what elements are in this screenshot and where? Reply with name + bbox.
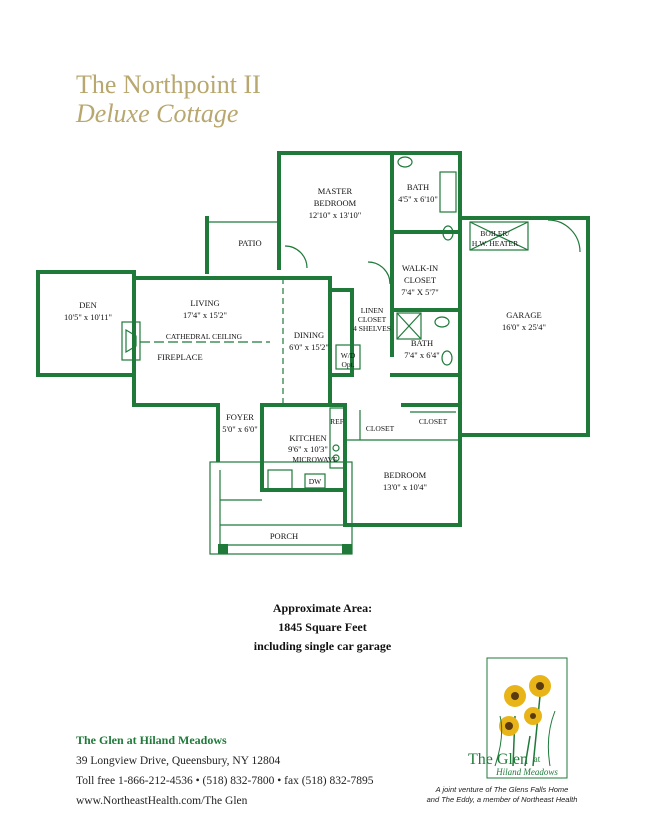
fireplace-label: FIREPLACE bbox=[157, 352, 202, 362]
wd-label-2: Opt. bbox=[341, 360, 354, 369]
boiler-x2 bbox=[469, 221, 529, 251]
company-name: The Glen at Hiland Meadows bbox=[76, 733, 227, 747]
dining-size: 6'0" x 15'2" bbox=[289, 342, 329, 352]
patio-label: PATIO bbox=[238, 238, 261, 248]
dishwasher-box bbox=[304, 473, 326, 489]
living-bottom-wall bbox=[132, 373, 220, 462]
address: 39 Longview Drive, Queensbury, NY 12804 bbox=[76, 755, 281, 767]
kitchen-label: KITCHEN bbox=[289, 433, 326, 443]
closet2-label: CLOSET bbox=[419, 417, 448, 426]
porch-label: PORCH bbox=[270, 531, 298, 541]
plan-title: The Northpoint II bbox=[76, 70, 261, 99]
linen-label-1: LINEN bbox=[361, 306, 384, 315]
shower-box bbox=[396, 312, 422, 340]
walkin-label-1: WALK-IN bbox=[402, 263, 438, 273]
bath-top-size: 4'5" x 6'10" bbox=[398, 194, 438, 204]
garage-label: GARAGE bbox=[506, 310, 541, 320]
master-label-1: MASTER bbox=[318, 186, 353, 196]
area-line-2: 1845 Square Feet bbox=[278, 620, 367, 634]
logo-name-2: Hiland Meadows bbox=[495, 767, 558, 777]
shower-x2 bbox=[396, 312, 422, 340]
bath-mid-size: 7'4" x 6'4" bbox=[404, 350, 440, 360]
bedroom-size: 13'0" x 10'4" bbox=[383, 482, 427, 492]
wd-label-1: W/D bbox=[341, 351, 356, 360]
master-wall bbox=[277, 151, 462, 270]
porch-post-right bbox=[342, 544, 352, 554]
garage-size: 16'0" x 25'4" bbox=[502, 322, 546, 332]
patio-door-swing bbox=[284, 245, 308, 269]
joint-venture-line-2: and The Eddy, a member of Northeast Heal… bbox=[426, 795, 578, 804]
kitchen-island bbox=[267, 469, 293, 491]
sink-top-icon bbox=[397, 156, 413, 168]
foyer-label: FOYER bbox=[226, 412, 254, 422]
den-size: 10'5" x 10'11" bbox=[64, 312, 112, 322]
bath-top-label: BATH bbox=[407, 182, 429, 192]
master-size: 12'10" x 13'10" bbox=[309, 210, 362, 220]
tub-icon bbox=[439, 171, 457, 213]
bedroom-label: BEDROOM bbox=[384, 470, 427, 480]
fireplace-hearth bbox=[125, 328, 137, 354]
boiler-label-2: H.W. HEATER bbox=[472, 239, 518, 248]
closet1-label: CLOSET bbox=[366, 424, 395, 433]
living-label: LIVING bbox=[190, 298, 219, 308]
dining-label: DINING bbox=[294, 330, 324, 340]
garage-door-swing bbox=[547, 219, 581, 253]
sunflower-icon bbox=[494, 675, 556, 767]
sink-icon bbox=[434, 316, 450, 328]
logo-at: at bbox=[534, 754, 541, 764]
kitchen-wall bbox=[260, 403, 347, 492]
logo-text: The Glen at Hiland Meadows bbox=[468, 751, 558, 777]
area-line-1: Approximate Area: bbox=[272, 601, 373, 615]
toilet-top-icon bbox=[442, 225, 454, 241]
den-wall bbox=[36, 270, 136, 377]
joint-venture-line-1: A joint venture of The Glens Falls Home bbox=[435, 785, 569, 794]
ref-label: REF bbox=[330, 417, 344, 426]
cathedral-label: CATHEDRAL CEILING bbox=[166, 332, 243, 341]
microwave-label: MICROWAVE bbox=[292, 455, 338, 464]
phone-numbers: Toll free 1-866-212-4536 • (518) 832-780… bbox=[76, 775, 374, 787]
wd-box bbox=[335, 344, 361, 370]
master-door-swing bbox=[367, 261, 391, 285]
bath-mid-label: BATH bbox=[411, 338, 433, 348]
boiler-label-1: BOILER/ bbox=[480, 229, 510, 238]
kitchen-counter bbox=[329, 407, 345, 469]
foyer-size: 5'0" x 6'0" bbox=[222, 424, 258, 434]
website-link[interactable]: www.NortheastHealth.com/The Glen bbox=[76, 795, 248, 807]
porch-post-left bbox=[218, 544, 228, 554]
fireplace-box bbox=[121, 321, 141, 361]
walkin-size: 7'4" X 5'7" bbox=[401, 287, 438, 297]
glen-logo bbox=[486, 657, 568, 779]
master-label-2: BEDROOM bbox=[314, 198, 357, 208]
walkin-label-2: CLOSET bbox=[404, 275, 437, 285]
plan-subtitle: Deluxe Cottage bbox=[76, 99, 239, 128]
toilet-icon bbox=[441, 350, 453, 366]
linen-wall bbox=[328, 288, 354, 377]
kitchen-size: 9'6" x 10'3" bbox=[288, 444, 328, 454]
stove-burner-2 bbox=[332, 454, 340, 462]
den-label: DEN bbox=[79, 300, 96, 310]
logo-name-1: The Glen bbox=[468, 751, 528, 768]
living-size: 17'4" x 15'2" bbox=[183, 310, 227, 320]
dw-label: DW bbox=[309, 477, 322, 486]
area-line-3: including single car garage bbox=[253, 639, 392, 653]
stove-burner-1 bbox=[332, 444, 340, 452]
linen-label-2: CLOSET bbox=[358, 315, 387, 324]
linen-label-3: 4 SHELVES bbox=[353, 324, 391, 333]
porch-outline bbox=[209, 461, 353, 555]
boiler-box bbox=[469, 221, 529, 251]
